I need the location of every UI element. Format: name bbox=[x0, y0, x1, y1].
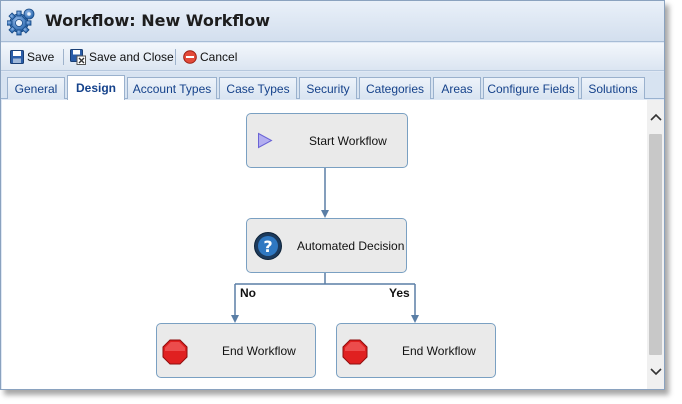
play-icon bbox=[258, 132, 273, 149]
window-title: Workflow: New Workflow bbox=[45, 11, 271, 30]
floppy-disk-icon bbox=[10, 50, 24, 64]
scroll-up-button[interactable] bbox=[647, 100, 664, 134]
toolbar: Save Save and Close Cancel bbox=[1, 43, 664, 71]
save-and-close-button[interactable]: Save and Close bbox=[70, 48, 174, 66]
tab-case-types[interactable]: Case Types bbox=[219, 77, 297, 99]
cancel-button[interactable]: Cancel bbox=[183, 48, 237, 66]
end-workflow-node-no[interactable]: End Workflow bbox=[156, 323, 316, 378]
automated-decision-node[interactable]: ? Automated Decision bbox=[246, 218, 407, 273]
chevron-up-icon bbox=[649, 113, 662, 121]
question-icon: ? bbox=[254, 232, 282, 260]
toolbar-separator bbox=[63, 49, 64, 65]
save-label: Save bbox=[27, 50, 55, 64]
vertical-scrollbar[interactable] bbox=[647, 100, 664, 389]
stop-icon bbox=[162, 339, 188, 365]
scroll-down-button[interactable] bbox=[647, 355, 664, 389]
automated-decision-label: Automated Decision bbox=[297, 239, 405, 253]
tab-solutions[interactable]: Solutions bbox=[581, 77, 645, 99]
tab-categories[interactable]: Categories bbox=[359, 77, 431, 99]
svg-text:?: ? bbox=[263, 237, 272, 256]
workflow-window: Workflow: New Workflow Save Save and Clo… bbox=[0, 0, 665, 390]
save-close-icon bbox=[70, 49, 86, 65]
start-workflow-node[interactable]: Start Workflow bbox=[246, 113, 408, 168]
save-button[interactable]: Save bbox=[10, 48, 54, 66]
branch-label-no: No bbox=[240, 286, 256, 300]
start-workflow-label: Start Workflow bbox=[309, 134, 387, 148]
end-workflow-label: End Workflow bbox=[402, 344, 476, 358]
save-and-close-label: Save and Close bbox=[89, 50, 174, 64]
cancel-icon bbox=[183, 50, 197, 64]
tab-general[interactable]: General bbox=[7, 77, 65, 99]
end-workflow-node-yes[interactable]: End Workflow bbox=[336, 323, 496, 378]
chevron-down-icon bbox=[649, 368, 662, 376]
tab-configure-fields[interactable]: Configure Fields bbox=[483, 77, 579, 99]
scrollbar-thumb[interactable] bbox=[649, 134, 662, 355]
gear-icon bbox=[7, 8, 35, 36]
tab-strip: General Design Account Types Case Types … bbox=[1, 72, 664, 100]
toolbar-separator bbox=[175, 49, 176, 65]
tab-design[interactable]: Design bbox=[67, 75, 125, 100]
stop-icon bbox=[342, 339, 368, 365]
tab-account-types[interactable]: Account Types bbox=[127, 77, 217, 99]
tab-areas[interactable]: Areas bbox=[433, 77, 481, 99]
workflow-design-canvas[interactable]: Start Workflow ? Automated Decision No Y… bbox=[2, 100, 647, 389]
tab-security[interactable]: Security bbox=[299, 77, 357, 99]
end-workflow-label: End Workflow bbox=[222, 344, 296, 358]
branch-label-yes: Yes bbox=[389, 286, 410, 300]
title-bar: Workflow: New Workflow bbox=[1, 1, 664, 42]
workflow-connectors bbox=[231, 167, 419, 323]
cancel-label: Cancel bbox=[200, 50, 238, 64]
